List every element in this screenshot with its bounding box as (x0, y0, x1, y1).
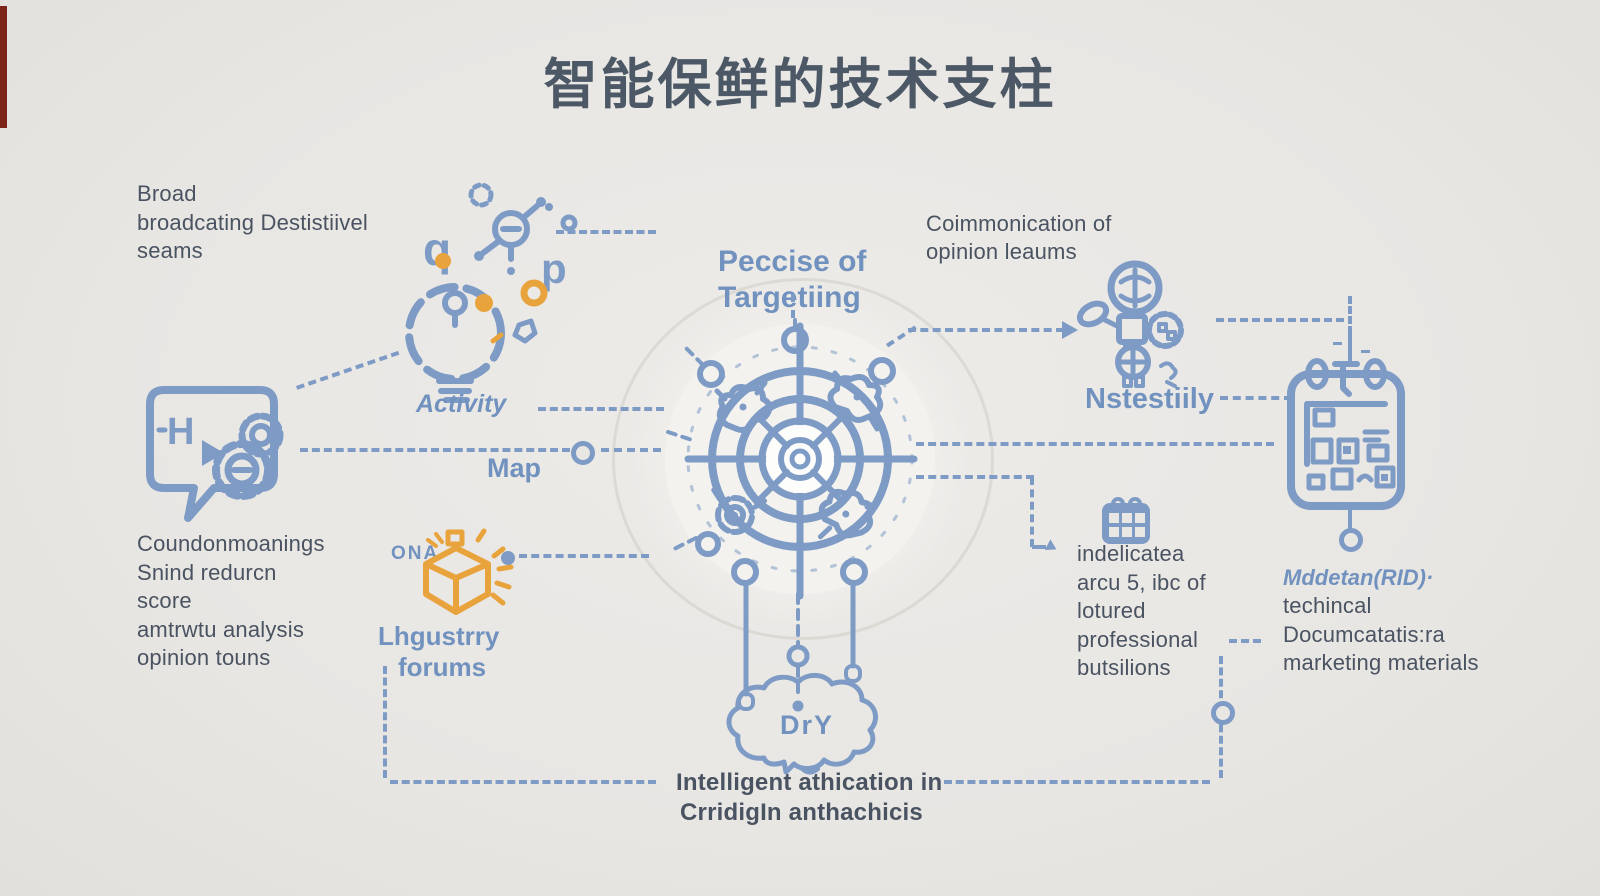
label-line: Peccise of (718, 245, 867, 278)
sentiment-caption: Coundonmoanings Snind redurcn score amtr… (137, 530, 325, 673)
connector (1229, 639, 1261, 643)
caption-line: professional (1077, 626, 1199, 652)
caption-line: lotured (1077, 598, 1146, 624)
bubble-letter-h: H (167, 411, 194, 453)
caption-line: Intelligent athication in (676, 769, 943, 796)
play-icon (202, 440, 224, 466)
industry-forums-label: Lhgustrry forums (378, 621, 499, 683)
page-title: 智能保鲜的技术支柱 (543, 55, 1057, 115)
connector-node (1211, 701, 1235, 725)
connector (1216, 318, 1344, 322)
caption-line: techincal (1283, 593, 1372, 618)
cloud-hangers (728, 556, 868, 712)
connector-node (571, 441, 595, 465)
connector (383, 666, 387, 778)
caption-line: Coundonmoanings (137, 531, 325, 556)
connector-dot (501, 551, 515, 565)
connector (1361, 350, 1370, 353)
bulb-letter-p: p (541, 245, 567, 292)
cloud-label: DrY (779, 710, 834, 740)
target-halo-ring (612, 278, 994, 640)
opinion-leaders-icon (1075, 258, 1190, 393)
caption-line: marketing materials (1283, 650, 1479, 676)
caption-line: Documcatatis:ra (1283, 621, 1445, 647)
connector (1030, 477, 1034, 547)
connector (538, 407, 664, 411)
caption-line: Coimmonication of (926, 211, 1112, 236)
caption-line: Snind redurcn (137, 559, 277, 585)
connector-node (1339, 528, 1363, 552)
caption-line: butsilions (1077, 655, 1171, 681)
connector (1032, 545, 1046, 549)
chat-gears-icon: H (140, 378, 295, 528)
connector (556, 230, 656, 234)
map-label: Map (487, 453, 541, 483)
label-line: Lhgustrry (378, 621, 500, 651)
intelligent-application-caption: Intelligent athication in CrridigIn anth… (676, 768, 942, 828)
communication-caption: Coimmonication of opinion leaums (926, 210, 1112, 266)
caption-line: amtrwtu analysis (137, 616, 305, 642)
screen-edge-artifact (0, 6, 7, 128)
caption-line: indelicatea (1077, 541, 1185, 566)
arrow-icon (1044, 539, 1060, 555)
connector (1348, 510, 1352, 530)
metadata-title: Mddetan(RID)· (1283, 565, 1434, 590)
caption-line: CrridigIn anthachicis (680, 799, 923, 826)
connector (1333, 342, 1342, 345)
connector (1348, 326, 1352, 364)
caption-line: broadcating Destistiivel (137, 209, 369, 235)
caption-line: Broad (137, 181, 197, 206)
target-crosshair-icon (665, 312, 935, 602)
connector (601, 448, 661, 452)
creature-icon (706, 373, 880, 544)
ona-label: ONA (391, 543, 440, 564)
connector (300, 448, 570, 452)
industry-box-icon (398, 528, 518, 628)
connector (296, 350, 400, 390)
caption-line: opinion touns (137, 645, 271, 671)
precise-targeting-label: Peccise of Targetiing (718, 244, 866, 316)
connector (916, 442, 1274, 446)
professional-caption: indelicatea arcu 5, ibc of lotured profe… (1077, 540, 1206, 683)
broadcast-caption: Broad broadcating Destistiivel seams (137, 180, 368, 266)
label-line: Targetiing (718, 281, 861, 314)
connector (916, 475, 1034, 479)
caption-line: score (137, 588, 192, 614)
arrow-icon (1062, 321, 1078, 339)
idea-bulb-cluster-icon: q p (393, 183, 613, 403)
necessity-label: Nstestiily (1085, 383, 1214, 415)
activity-label: Activity (416, 390, 507, 418)
connector (1348, 296, 1352, 324)
caption-line: arcu 5, ibc of (1077, 569, 1206, 595)
connector (390, 780, 656, 784)
clipboard-qr-icon (1285, 352, 1407, 512)
metadata-caption: techincal Documcatatis:ra marketing mate… (1283, 592, 1479, 678)
caption-line: seams (137, 238, 203, 264)
connector (908, 328, 1064, 332)
connector (791, 294, 795, 318)
connector (1220, 396, 1292, 400)
calendar-icon (1102, 494, 1150, 544)
connector (944, 780, 1210, 784)
caption-line: opinion leaums (926, 239, 1077, 264)
cloud-icon (722, 672, 892, 774)
connector (519, 554, 649, 558)
label-line: forums (398, 652, 487, 682)
